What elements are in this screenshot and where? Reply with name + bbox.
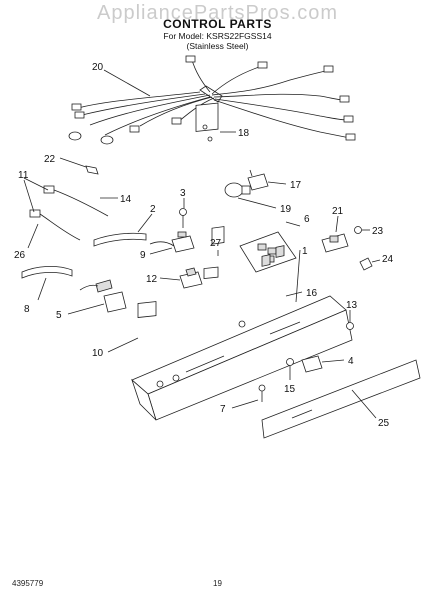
housing-label (203, 266, 219, 280)
sensor-part-14 (43, 185, 109, 217)
callout-25: 25 (378, 418, 390, 429)
light-socket-part-17 (247, 169, 269, 191)
callout-14: 14 (120, 194, 132, 205)
bracket-part-15 (286, 358, 294, 366)
callout-15: 15 (284, 384, 296, 395)
model-line: For Model: KSRS22FGSS14 (163, 31, 272, 41)
callout-3: 3 (180, 188, 186, 199)
callout-22: 22 (44, 154, 56, 165)
callout-21: 21 (332, 206, 344, 217)
callout-2: 2 (150, 204, 156, 215)
screw-part-3 (179, 208, 187, 228)
switch-part-9 (149, 231, 195, 253)
wire-harness-part (68, 55, 356, 145)
watermark: AppliancePartsPros.com (97, 2, 338, 24)
callout-16: 16 (306, 288, 318, 299)
callout-19: 19 (280, 204, 292, 215)
tube-part-2 (93, 232, 147, 247)
control-board-part-6 (239, 231, 297, 273)
switch-part-5 (79, 279, 127, 313)
label-part-10 (137, 301, 157, 318)
label-part-27 (211, 226, 225, 245)
callout-13: 13 (346, 300, 358, 311)
sensor-part-26 (29, 209, 81, 241)
clip-part-22 (85, 165, 99, 175)
screw-part-23 (354, 226, 362, 234)
callout-8: 8 (24, 304, 30, 315)
bracket-part-18 (195, 102, 219, 142)
screw-part-7 (258, 384, 266, 402)
clip-part-24 (359, 257, 373, 271)
callout-17: 17 (290, 180, 302, 191)
callout-5: 5 (56, 310, 62, 321)
switch-part-21 (321, 233, 349, 253)
document-number: 4395779 (12, 579, 44, 588)
trim-panel-part-25 (261, 359, 421, 439)
callout-10: 10 (92, 348, 104, 359)
variant-line: (Stainless Steel) (186, 41, 249, 51)
callout-12: 12 (146, 274, 158, 285)
screw-part-13 (346, 322, 354, 330)
callout-24: 24 (382, 254, 394, 265)
callout-27: 27 (210, 238, 222, 249)
tube-part-8 (21, 266, 73, 279)
callout-7: 7 (220, 404, 226, 415)
callout-11: 11 (18, 170, 29, 181)
callout-9: 9 (140, 250, 146, 261)
diagram-title: CONTROL PARTS (163, 17, 272, 31)
light-bulb-part-19 (224, 182, 251, 198)
switch-part-12 (179, 267, 203, 289)
callout-26: 26 (14, 250, 26, 261)
callout-6: 6 (304, 214, 310, 225)
callout-4: 4 (348, 356, 354, 367)
callout-20: 20 (92, 62, 104, 73)
control-housing-part-1 (131, 245, 353, 421)
page-number: 19 (213, 579, 222, 588)
callout-23: 23 (372, 226, 384, 237)
callout-1: 1 (302, 246, 308, 257)
callout-18: 18 (238, 128, 250, 139)
switch-part-4 (301, 355, 323, 373)
